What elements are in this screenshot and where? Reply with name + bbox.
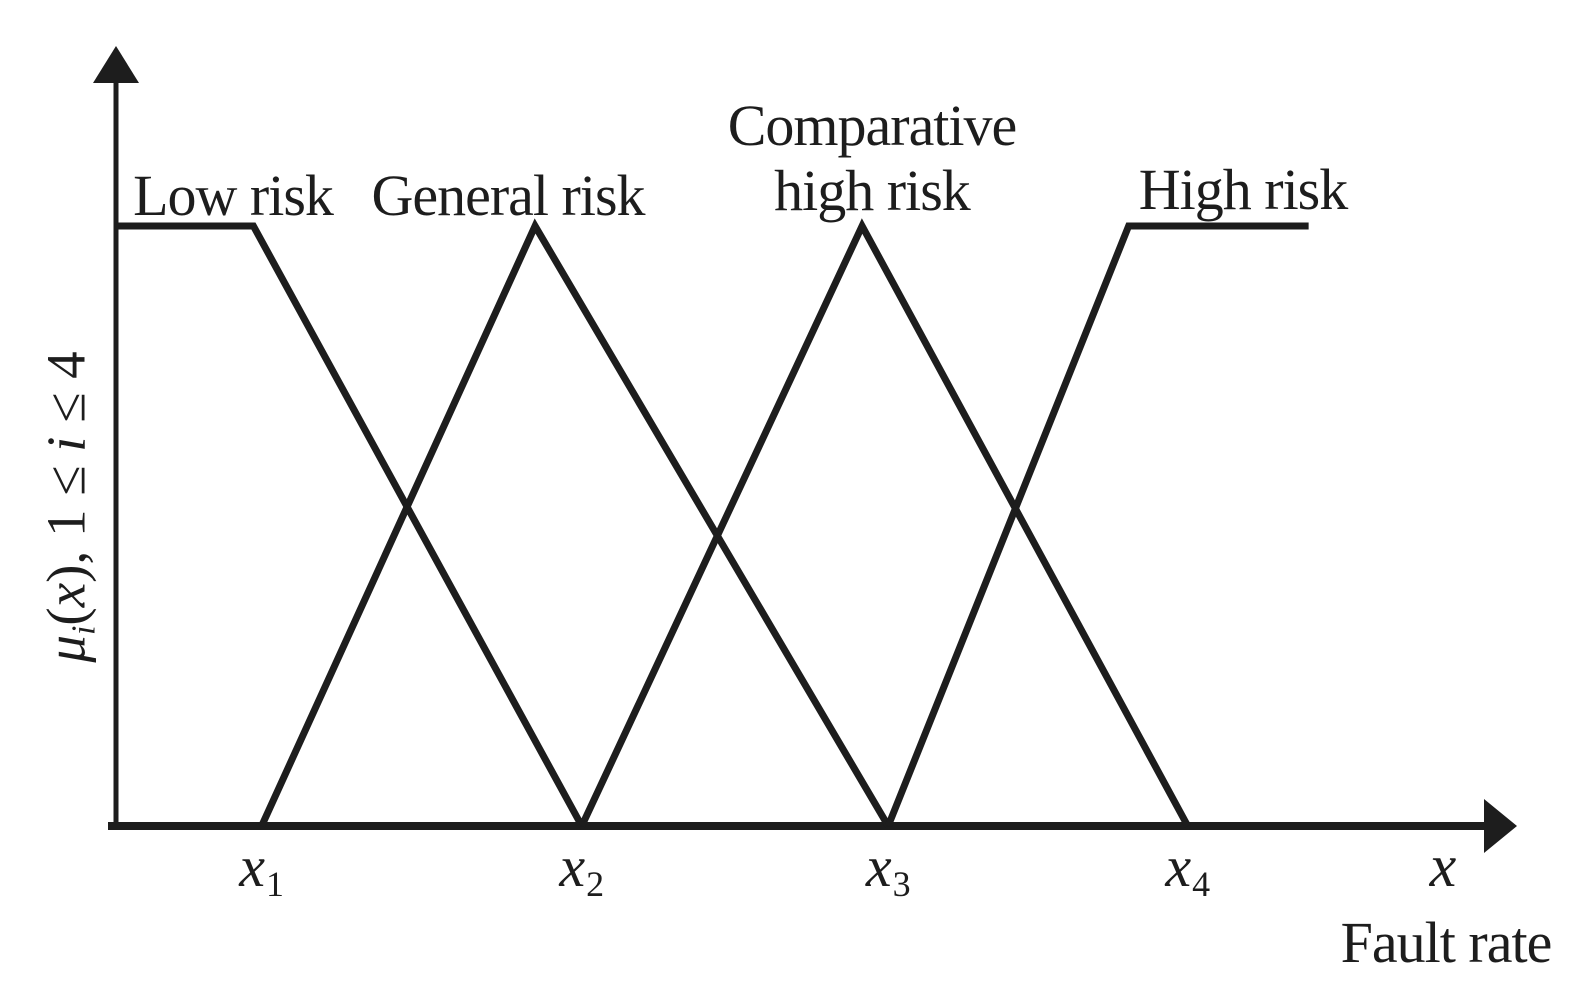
x-axis-caption: Fault rate [1340,910,1553,975]
label-comparative-high-risk: Comparative high risk [727,93,1018,224]
label-general-risk: General risk [371,163,645,228]
y-axis-label: μi(x), 1 ≤ i ≤ 4 [35,351,103,663]
x-tick-base: x [865,834,892,899]
x-tick-label-3: x3 [866,838,911,903]
label-comparative-line2: high risk [774,157,971,223]
label-comparative-line1: Comparative [727,93,1018,158]
label-high-risk: High risk [1138,157,1348,222]
y-axis-label-part: ( [35,607,97,626]
x-tick-base: x [1165,834,1192,899]
series-low-risk [116,222,585,828]
x-tick-label-1: x1 [239,838,284,903]
y-axis-label-part: ≤ 4 [35,351,97,437]
series-high-risk [884,222,1309,828]
x-tick-label-4: x4 [1165,838,1210,903]
x-tick-base: x [559,834,586,899]
series-general-risk [258,218,892,828]
label-low-risk: Low risk [133,163,334,228]
y-axis-label-part: ), 1 ≤ [35,451,97,583]
x-tick-subscript: 1 [266,864,285,905]
y-axis-arrow-icon [93,46,139,83]
x-tick-label-2: x2 [559,838,604,903]
y-axis-label-part: i [65,625,103,636]
y-axis-label-part: x [35,582,97,608]
x-tick-base: x [239,834,266,899]
x-axis-arrow-icon [1484,799,1517,853]
x-tick-subscript: 2 [586,864,605,905]
y-axis-label-part: i [35,436,97,452]
x-tick-subscript: 4 [1192,864,1211,905]
x-tick-subscript: 3 [892,864,911,905]
series-comparative-high-risk [578,218,1191,828]
x-axis-variable-label: x [1429,833,1457,899]
y-axis-label-part: μ [35,635,97,663]
series-group [116,218,1309,828]
